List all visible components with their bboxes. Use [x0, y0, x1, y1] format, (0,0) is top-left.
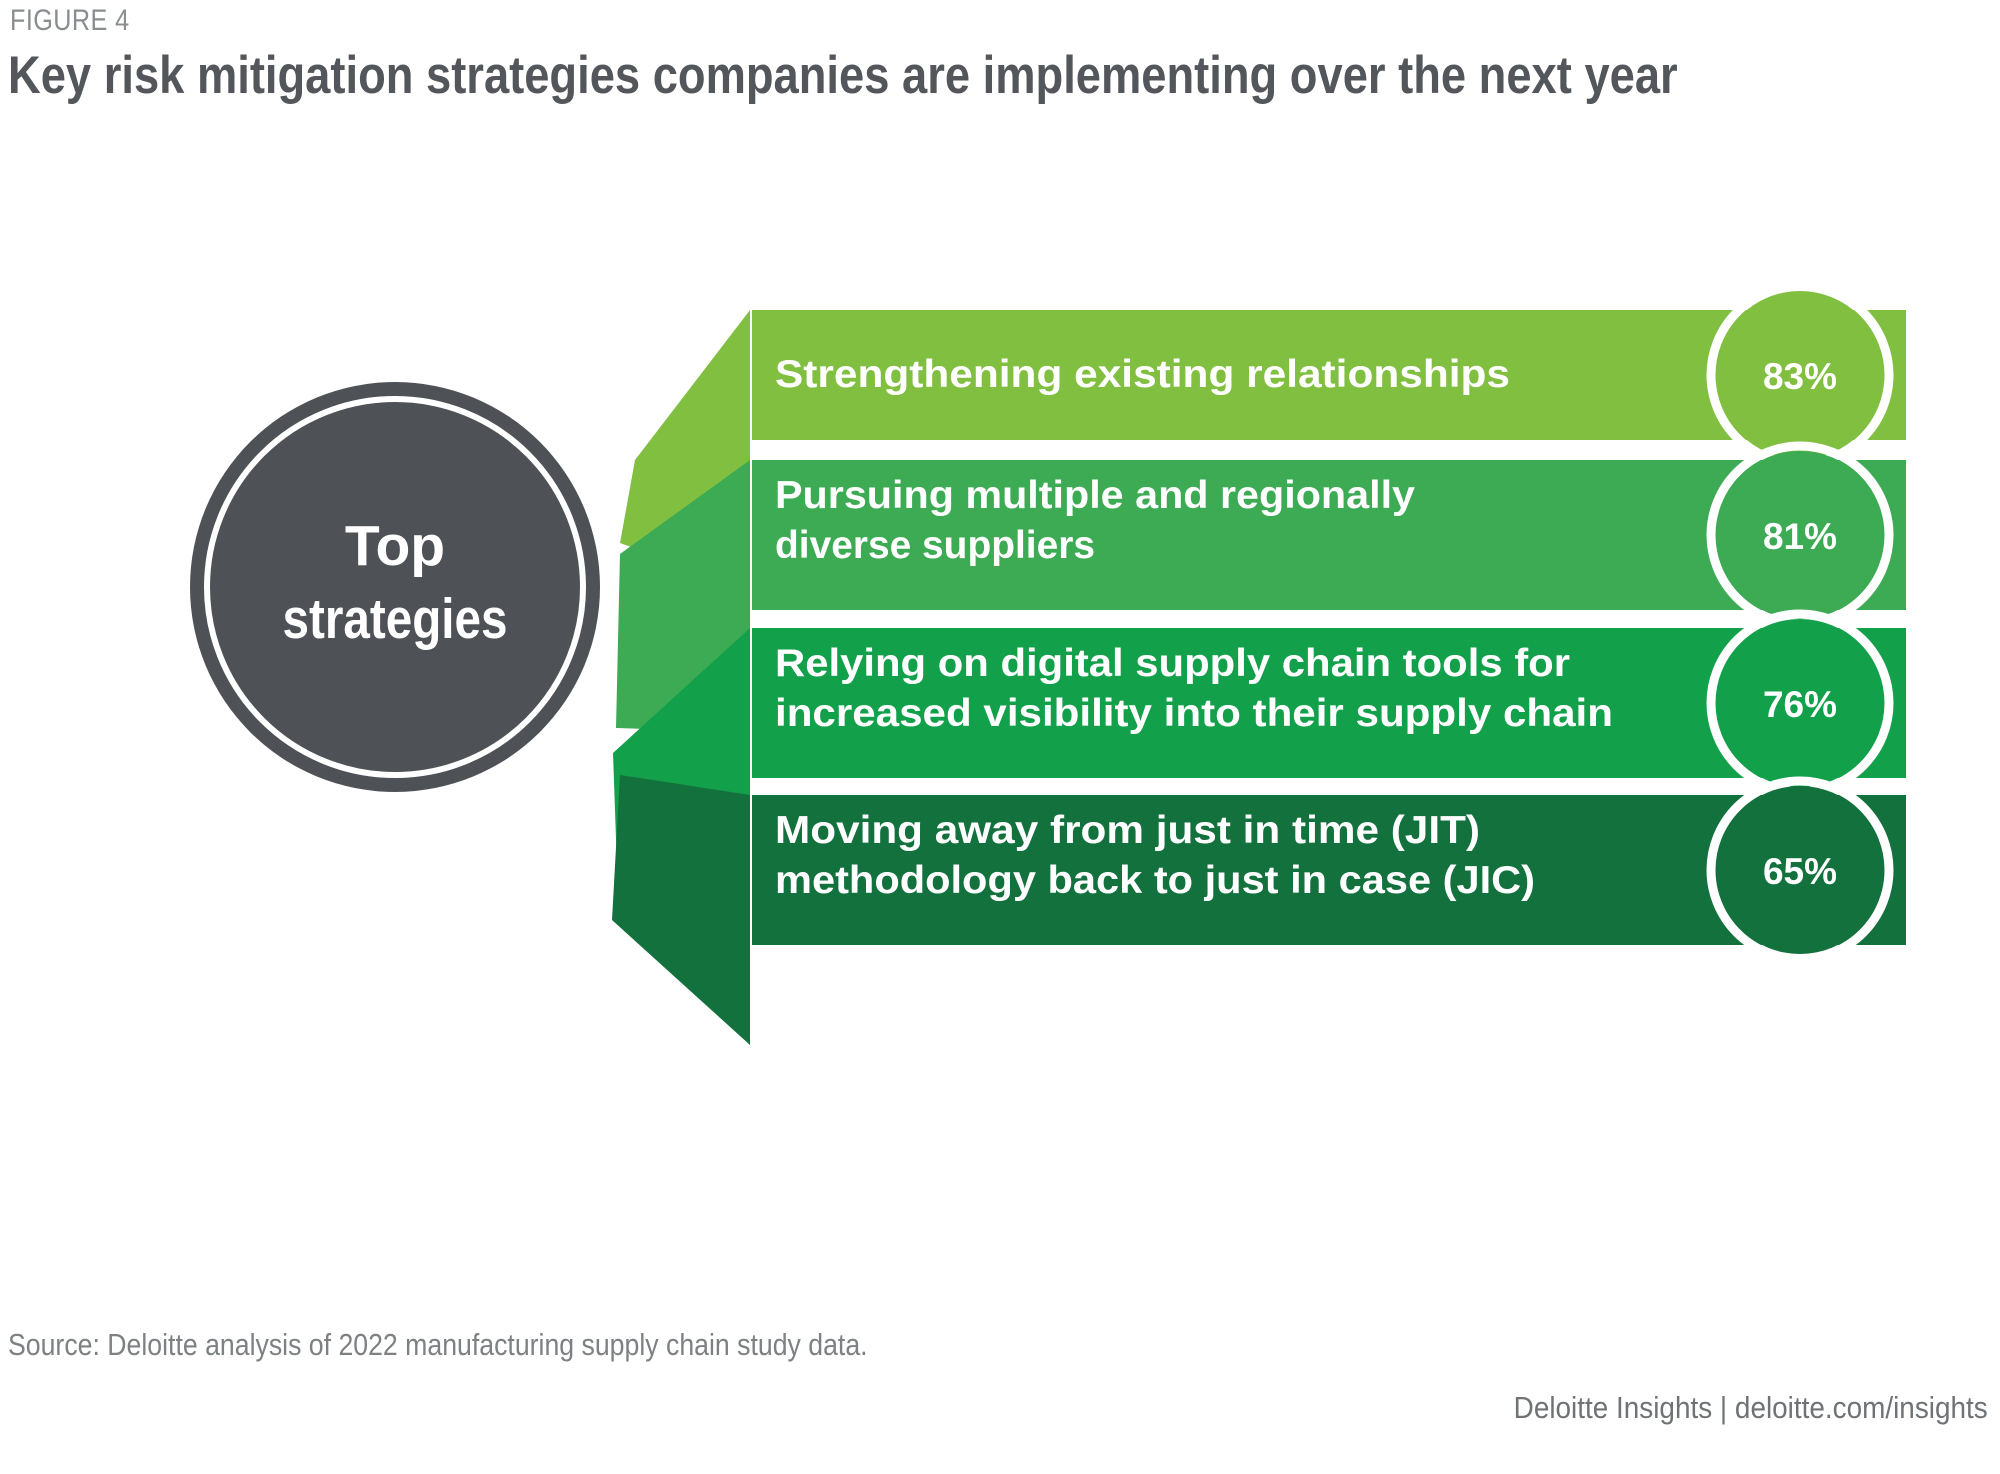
hub-label-line2: strategies [283, 587, 508, 651]
page-title: Key risk mitigation strategies companies… [8, 46, 1678, 105]
strategies-diagram: Strengthening existing relationships 83%… [190, 281, 1906, 1045]
strategy-label-3-line2: increased visibility into their supply c… [775, 692, 1613, 735]
strategy-wedge-4 [612, 775, 750, 1045]
hub-label-line1: Top [345, 514, 445, 578]
strategy-row-2[interactable]: Pursuing multiple and regionally diverse… [616, 441, 1906, 732]
percent-ring-4 [1706, 776, 1894, 964]
footer-brand: Deloitte Insights | deloitte.com/insight… [1513, 1390, 1988, 1425]
strategy-row-4[interactable]: Moving away from just in time (JIT) meth… [612, 775, 1906, 1045]
percent-circle-4 [1716, 786, 1884, 954]
strategy-label-2-line2: diverse suppliers [775, 524, 1095, 567]
hub-circle [190, 382, 600, 792]
hub-node[interactable]: Top strategies [190, 382, 600, 792]
strategy-percent-3: 76% [1763, 684, 1837, 725]
strategy-label-3-line1: Relying on digital supply chain tools fo… [775, 642, 1570, 685]
hub-inner-ring-icon [204, 396, 586, 778]
strategy-label-2-line1: Pursuing multiple and regionally [775, 474, 1415, 517]
strategy-percent-2: 81% [1763, 516, 1837, 557]
figure-number-label: FIGURE 4 [10, 4, 130, 37]
percent-circle-3 [1716, 619, 1884, 787]
percent-circle-1 [1716, 291, 1884, 459]
percent-circle-2 [1716, 451, 1884, 619]
strategy-label-4-line2: methodology back to just in case (JIC) [775, 859, 1535, 902]
strategy-percent-4: 65% [1763, 851, 1837, 892]
strategy-label-1: Strengthening existing relationships [775, 353, 1510, 396]
source-note: Source: Deloitte analysis of 2022 manufa… [8, 1327, 868, 1362]
strategy-percent-1: 83% [1763, 356, 1837, 397]
strategy-label-4-line1: Moving away from just in time (JIT) [775, 809, 1480, 852]
